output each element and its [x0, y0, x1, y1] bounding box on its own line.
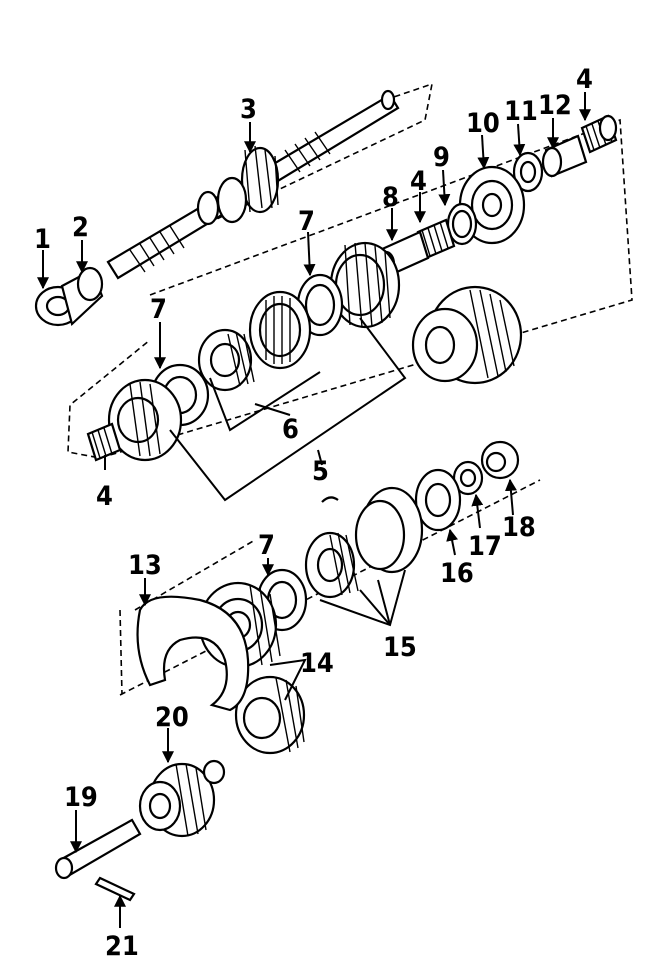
- label-7-upper: 7: [298, 206, 315, 237]
- retainer-ring-part-18: [480, 440, 520, 480]
- label-9: 9: [433, 142, 450, 173]
- label-4-mid: 4: [410, 166, 427, 197]
- label-3: 3: [240, 94, 257, 125]
- label-17: 17: [468, 531, 502, 562]
- label-6: 6: [282, 414, 299, 445]
- gear-part-5-right: [411, 285, 523, 385]
- sleeve-part-6: [248, 290, 312, 370]
- label-1: 1: [34, 224, 51, 255]
- label-7-left: 7: [150, 294, 167, 325]
- key-pin-part-21: [94, 876, 136, 902]
- label-5: 5: [312, 456, 329, 487]
- label-21: 21: [105, 931, 139, 962]
- needle-bearing-part-4-low: [86, 422, 122, 462]
- synchro-set-part-15: [304, 486, 424, 599]
- label-4-low: 4: [96, 481, 113, 512]
- ring-part-11: [512, 151, 544, 193]
- gear-part-7-upper: [329, 241, 401, 329]
- bearing-part-16: [414, 468, 462, 532]
- hub-part-6: [197, 328, 255, 392]
- spacer-part-12: [541, 134, 588, 178]
- label-10: 10: [466, 108, 500, 139]
- label-8: 8: [382, 182, 399, 213]
- label-13: 13: [128, 550, 162, 581]
- label-19: 19: [64, 782, 98, 813]
- label-2: 2: [72, 212, 89, 243]
- idler-gear-part-20: [138, 759, 226, 838]
- label-16: 16: [440, 558, 474, 589]
- label-12: 12: [538, 90, 572, 121]
- label-4-top: 4: [576, 64, 593, 95]
- label-20: 20: [155, 702, 189, 733]
- gear-part-5-left: [107, 378, 183, 462]
- label-14: 14: [300, 648, 334, 679]
- label-7-lower: 7: [258, 530, 275, 561]
- needle-bearing-part-4-top: [580, 114, 618, 154]
- label-11: 11: [504, 96, 538, 127]
- group-outline-countershaft: [67, 118, 633, 459]
- idler-shaft-part-19: [54, 818, 142, 880]
- snap-ring-part-9: [446, 202, 478, 246]
- label-18: 18: [502, 512, 536, 543]
- bushing-part-2: [60, 266, 104, 327]
- leader-lines: [37, 92, 591, 928]
- label-15: 15: [383, 632, 417, 663]
- mainshaft-part-3: [106, 89, 400, 280]
- shield-plate-part-13: [136, 595, 250, 712]
- callout-labels: 1 2 3 4 4 4 5 6 7 7 7 8 9 10 11 12 13 14…: [34, 64, 593, 962]
